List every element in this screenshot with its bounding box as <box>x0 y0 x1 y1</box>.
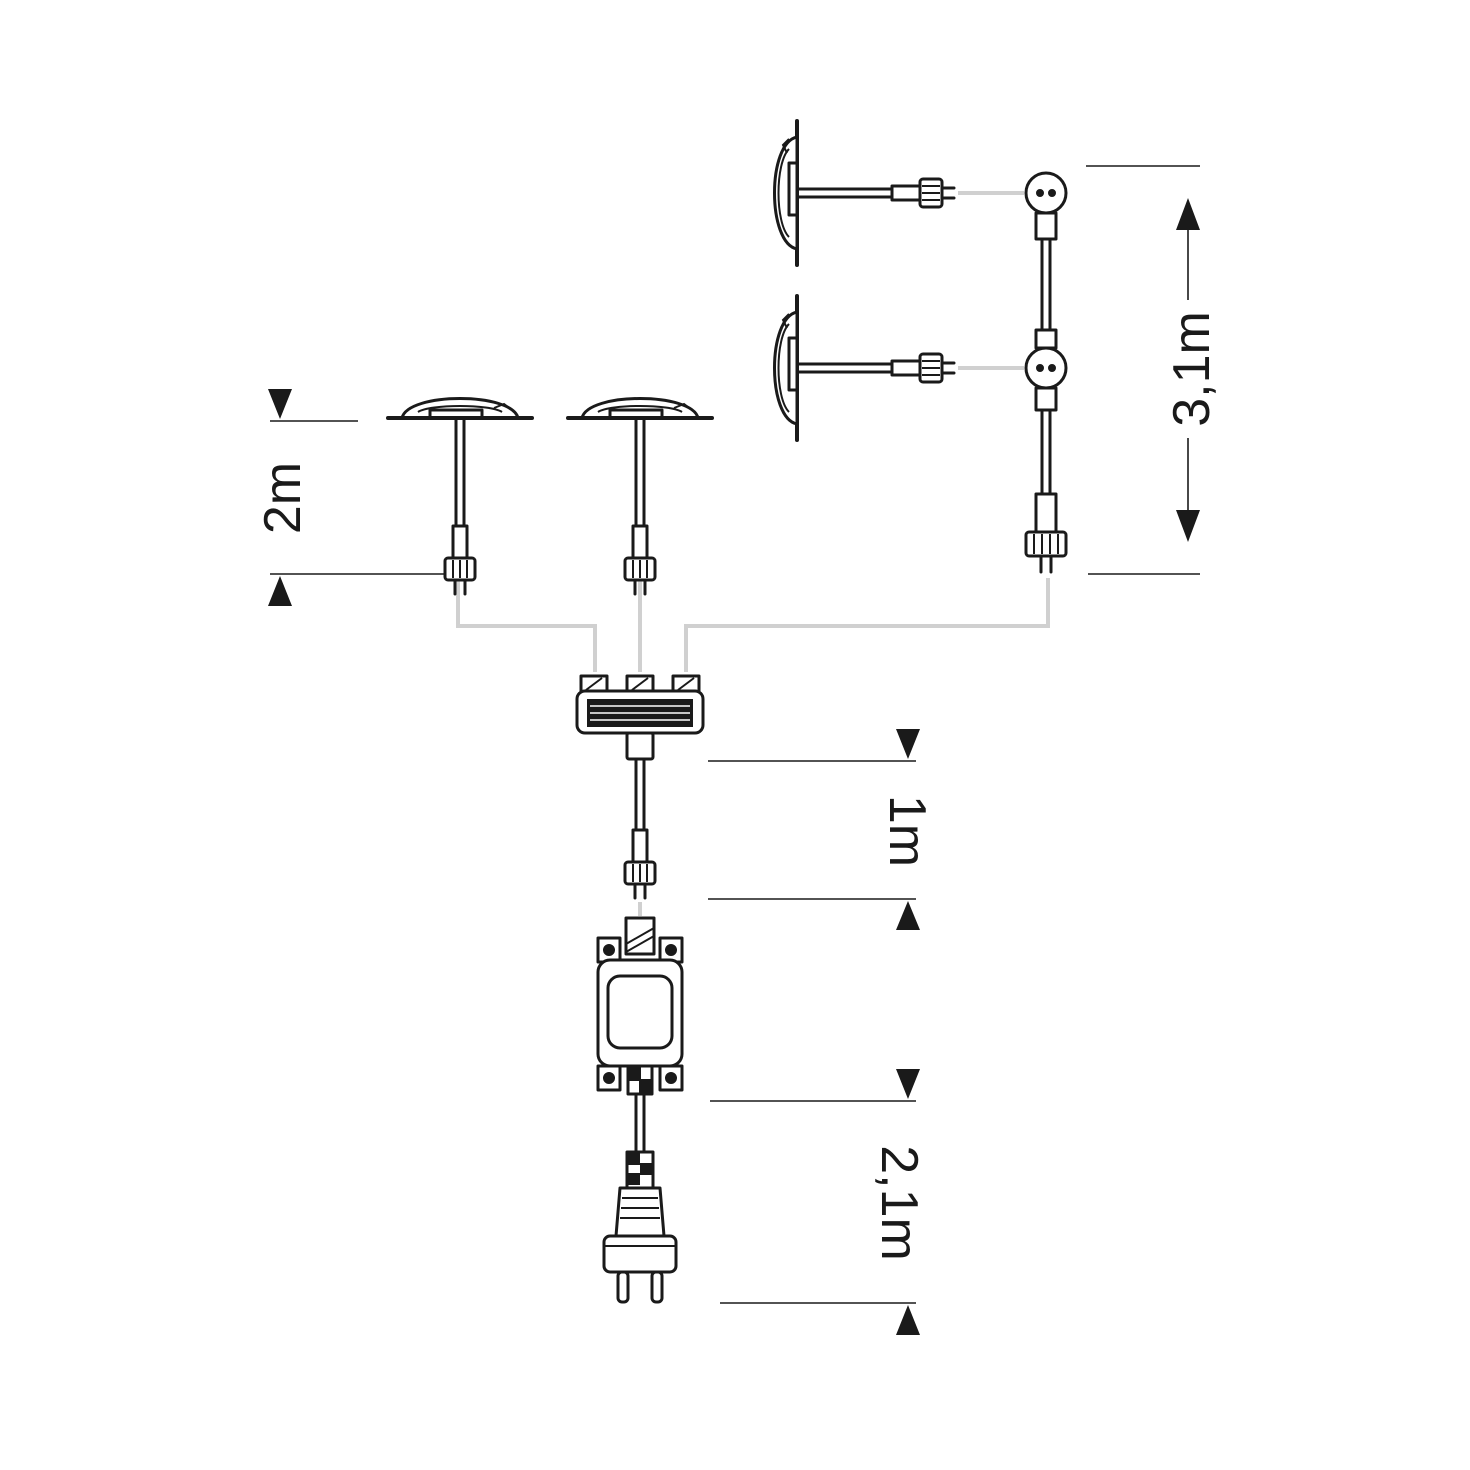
dimension-label-1m: 1m <box>878 795 936 867</box>
dimension-label-3-1m: 3,1m <box>1163 311 1221 427</box>
dimension-label-2-1m: 2,1m <box>870 1145 928 1261</box>
wall-light-bottom <box>772 294 956 442</box>
t-connector-cable <box>1024 171 1068 574</box>
wall-light-top <box>772 119 956 267</box>
transformer <box>596 916 684 1154</box>
dimension-wall-cable <box>1086 165 1200 575</box>
mains-plug <box>602 1150 678 1304</box>
three-way-distributor <box>575 674 705 900</box>
ground-spot-right <box>568 399 712 595</box>
dimension-hub-cable <box>708 729 920 930</box>
connection-wires <box>456 191 1050 916</box>
ground-spot-left <box>388 399 532 595</box>
dimension-spot-cable <box>268 389 444 606</box>
dimension-power-cable <box>710 1069 920 1335</box>
dimension-label-2m: 2m <box>254 462 312 534</box>
